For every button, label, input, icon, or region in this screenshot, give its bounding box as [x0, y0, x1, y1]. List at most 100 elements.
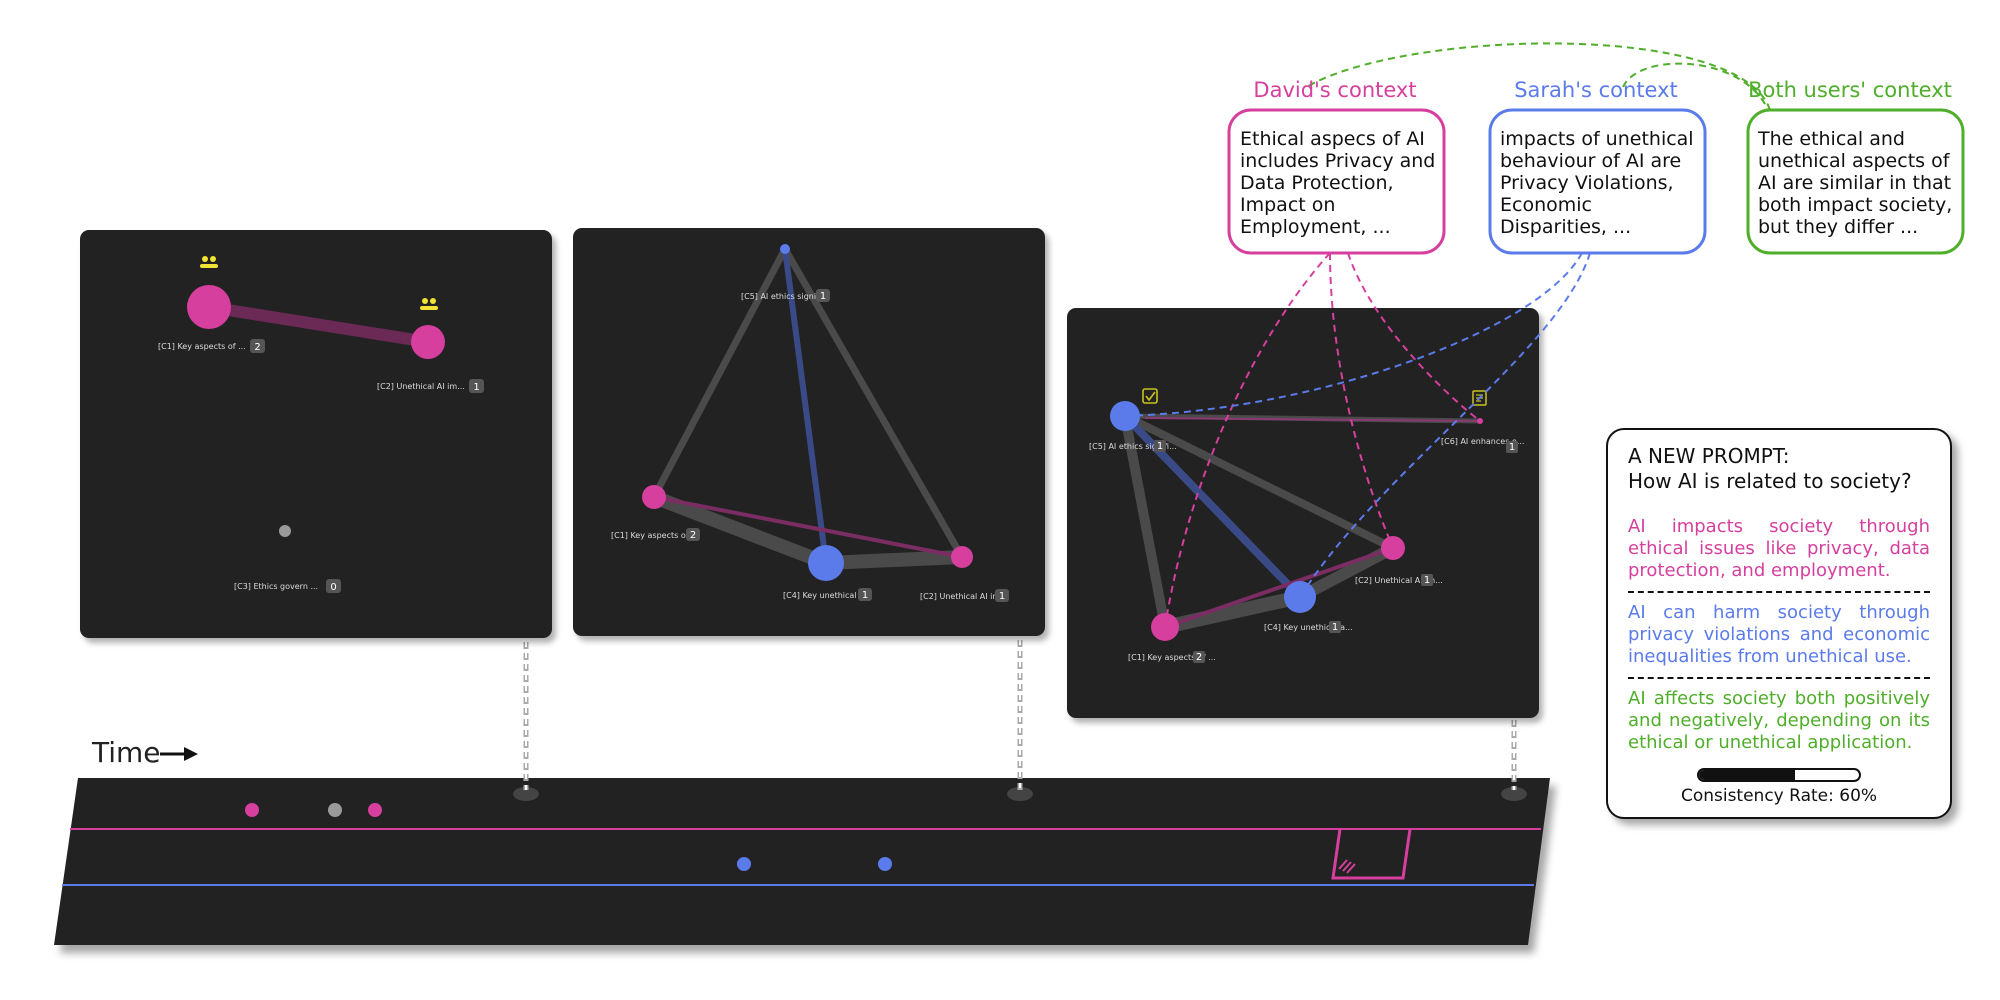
- answer-both: AI affects society both positively and n…: [1628, 688, 1930, 753]
- edge-c5-c1: [650, 247, 789, 499]
- graph-panel-1: [C1] Key aspects of ... 2 [C2] Unethical…: [80, 230, 552, 638]
- node-label-c2: [C2] Unethical AI im...: [377, 382, 465, 391]
- context-title-sarah: Sarah's context: [1514, 78, 1678, 102]
- context-title-david: David's context: [1253, 78, 1416, 102]
- timeline-strip: [54, 778, 1550, 945]
- new-prompt-card: A NEW PROMPT: How AI is related to socie…: [1606, 428, 1952, 819]
- context-box-david: [1227, 108, 1446, 255]
- edge-c1-c2: [208, 301, 429, 348]
- snapshot-marker[interactable]: [1007, 787, 1033, 801]
- badge-bg: [1329, 621, 1341, 633]
- sarah-link: [1124, 252, 1583, 417]
- edge-c1-c2: [1164, 546, 1394, 629]
- edge-c5-c4: [782, 248, 829, 564]
- edge-c1-c4: [651, 490, 829, 570]
- node-badge-c5: 1: [1157, 441, 1163, 452]
- david-link: [1347, 252, 1481, 422]
- node-label-c2: [C2] Unethical AI im...: [920, 592, 1008, 601]
- users-icon: [420, 298, 438, 310]
- divider: [1628, 677, 1930, 679]
- check-icon: [1142, 388, 1158, 404]
- node-label-c5: [C5] AI ethics signifi...: [1089, 442, 1177, 451]
- badge-bg: [1193, 651, 1205, 663]
- shared-event-dot[interactable]: [328, 803, 342, 817]
- node-badge-c6: 1: [1509, 442, 1515, 453]
- david-track-notch: [1331, 828, 1412, 880]
- snapshot-marker[interactable]: [513, 787, 539, 801]
- prompt-heading: A NEW PROMPT:: [1628, 444, 1790, 468]
- node-label-c2: [C2] Unethical AI im...: [1355, 576, 1443, 585]
- node-c2[interactable]: [411, 325, 445, 359]
- edge-c5-c6-david: [1144, 417, 1481, 422]
- both-link: [1304, 42, 1771, 111]
- users-icon: [200, 256, 218, 268]
- node-badge-c2: 1: [1424, 575, 1430, 586]
- badge-bg: [1421, 574, 1433, 586]
- edge-c5-c1: [1120, 415, 1170, 628]
- consistency-progress-fill: [1699, 770, 1795, 780]
- graph-panel-2: [C5] AI ethics signifi... 1 [C1] Key asp…: [573, 228, 1045, 636]
- badge-bg: [1506, 441, 1518, 453]
- david-event-dot[interactable]: [368, 803, 382, 817]
- node-badge-c5: 1: [820, 291, 826, 302]
- badge-bg: [469, 379, 484, 393]
- context-box-both: [1746, 108, 1965, 255]
- badge-bg: [995, 589, 1009, 602]
- edge-c5-c2: [1123, 412, 1395, 552]
- sarah-event-dot[interactable]: [737, 857, 751, 871]
- badge-bg: [1154, 440, 1166, 452]
- edge-c5-c2: [781, 247, 966, 559]
- context-text-sarah: impacts of unethical behaviour of AI are…: [1500, 128, 1700, 238]
- edge-c1-c4: [1163, 590, 1302, 634]
- node-label-c4: [C4] Key unethical a...: [1264, 623, 1353, 632]
- node-c2[interactable]: [951, 546, 973, 568]
- node-label-c3: [C3] Ethics govern ...: [234, 582, 318, 591]
- node-c5[interactable]: [780, 244, 790, 254]
- node-label-c5: [C5] AI ethics signifi...: [741, 292, 829, 301]
- context-text-both: The ethical and unethical aspects of AI …: [1757, 128, 1958, 238]
- badge-bg: [326, 579, 341, 593]
- answer-sarah: AI can harm society through privacy viol…: [1628, 602, 1930, 667]
- edge-c1-c2: [653, 495, 963, 559]
- node-label-c1: [C1] Key aspects of ...: [1128, 653, 1216, 662]
- context-title-both: Both users' context: [1748, 78, 1952, 102]
- node-badge-c4: 1: [862, 590, 868, 601]
- node-c4[interactable]: [1284, 581, 1316, 613]
- context-text-david: Ethical aspecs of AI includes Privacy an…: [1240, 128, 1441, 238]
- timeline-band: [54, 778, 1550, 945]
- consistency-progress-bar: [1697, 768, 1861, 782]
- prompt-question: How AI is related to society?: [1628, 469, 1912, 493]
- badge-bg: [858, 588, 872, 601]
- david-link: [1164, 252, 1331, 628]
- sarah-event-dot[interactable]: [878, 857, 892, 871]
- node-badge-c2: 1: [473, 382, 479, 393]
- answer-david: AI impacts society through ethical issue…: [1628, 516, 1930, 581]
- time-label: Time: [91, 736, 161, 769]
- node-c1[interactable]: [642, 485, 666, 509]
- context-sarah: Sarah's context impacts of unethical beh…: [1488, 78, 1707, 255]
- graph-panel-3: [C5] AI ethics signifi... 1 [C6] AI enha…: [1067, 308, 1539, 718]
- node-badge-c3: 0: [330, 582, 336, 593]
- node-c3[interactable]: [279, 525, 291, 537]
- node-badge-c1: 2: [254, 342, 260, 353]
- david-link: [1329, 252, 1394, 549]
- context-both: Both users' context The ethical and unet…: [1746, 78, 1965, 255]
- node-badge-c1: 2: [690, 530, 696, 541]
- time-arrow-icon: [160, 747, 198, 761]
- edge-c4-c2: [1297, 542, 1396, 603]
- node-badge-c2: 1: [999, 591, 1005, 602]
- node-label-c1: [C1] Key aspects of ...: [158, 342, 246, 351]
- node-c1[interactable]: [187, 285, 231, 329]
- consistency-label: Consistency Rate: 60%: [1680, 786, 1878, 806]
- node-badge-c4: 1: [1332, 622, 1338, 633]
- david-event-dot[interactable]: [245, 803, 259, 817]
- panel-1-bg: [80, 230, 552, 638]
- sarah-link: [1299, 252, 1591, 598]
- node-c4[interactable]: [808, 545, 844, 581]
- badge-bg: [250, 339, 265, 353]
- both-link: [1622, 62, 1771, 116]
- node-badge-c1: 2: [1196, 652, 1202, 663]
- snapshot-marker[interactable]: [1501, 787, 1527, 801]
- hatch-icon: [1338, 859, 1356, 874]
- node-label-c6: [C6] AI enhances e...: [1441, 437, 1524, 446]
